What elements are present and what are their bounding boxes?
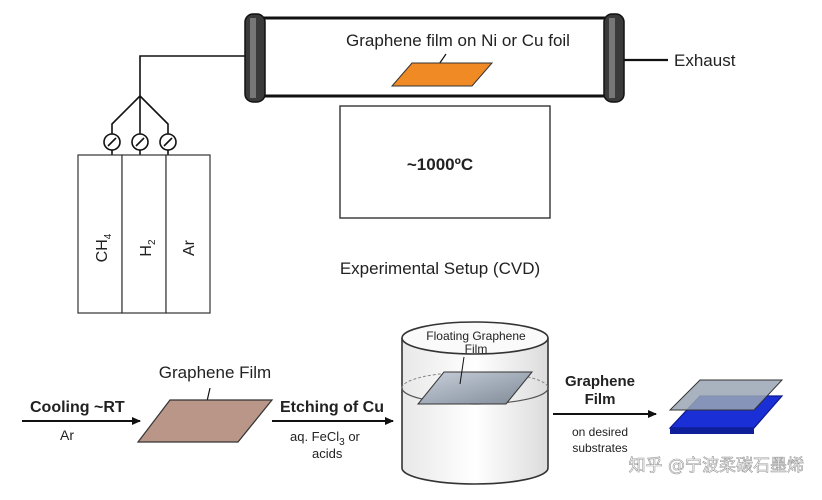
gas-cylinders: CH4 H2 Ar [77,154,211,314]
gauge-icon [103,133,121,155]
cylinder-ch4 [77,154,123,314]
tube-label: Graphene film on Ni or Cu foil [346,31,570,50]
exhaust-label: Exhaust [674,51,736,70]
etching-beaker [401,321,549,485]
watermark-text: 知乎 @宁波柔碳石墨烯 [629,456,804,476]
gas-label-ar: Ar [181,239,198,256]
graphene-on-substrate [668,379,784,434]
floating-graphene [416,371,534,405]
quartz-tube [244,13,625,103]
film-label: Graphene Film [159,363,271,382]
cylinder-h2 [121,154,167,314]
furnace [339,105,551,219]
gas-label-h2: H2 [138,239,158,257]
cooling-sub: Ar [60,427,74,443]
gas-regulators [103,133,177,155]
furnace-temperature: ~1000ºC [407,155,473,174]
gauge-icon [159,133,177,155]
transfer-sub-line2: substrates [572,441,627,455]
beaker-label-pointer [459,356,465,385]
gauge-icon [131,133,149,155]
transfer-sub-line1: on desired [572,425,628,439]
graphene-on-cu [136,399,274,443]
transfer-title-line2: Film [585,391,616,408]
etching-reagent-alt: acids [312,446,343,461]
cylinder-ar [165,154,211,314]
metal-foil [390,62,494,87]
setup-caption: Experimental Setup (CVD) [340,259,540,278]
beaker-label-line1: Floating Graphene [426,329,526,343]
cooling-title: Cooling ~RT [30,399,125,416]
gas-feed-lines [111,55,245,148]
beaker-label-line2: Film [465,342,488,356]
gas-label-ch4: CH4 [94,233,114,262]
etching-title: Etching of Cu [280,399,384,416]
transferred-graphene [668,379,784,411]
etching-reagent: aq. FeCl3 or [290,429,361,448]
transfer-title-line1: Graphene [565,373,635,390]
